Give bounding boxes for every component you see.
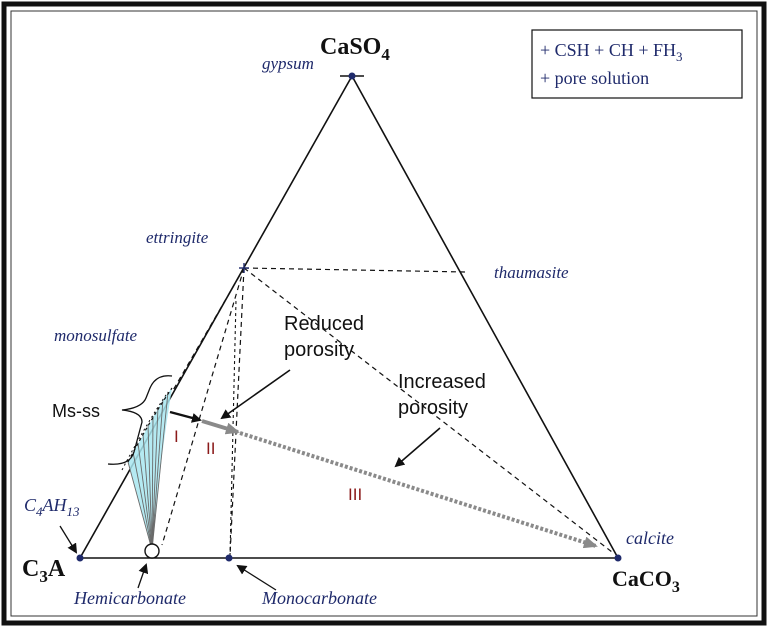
region-I-label: I <box>174 427 179 446</box>
monocarbonate-point <box>225 554 233 562</box>
arrow-I <box>169 410 202 423</box>
legend-line2: + pore solution <box>540 68 649 88</box>
ms-ss-label: Ms-ss <box>52 401 100 421</box>
c3a-point <box>76 554 84 562</box>
hemicarbonate-point <box>144 543 160 559</box>
edge-right <box>351 75 619 559</box>
caso4-label: CaSO4 <box>320 34 390 64</box>
monocarbonate-pointer <box>236 564 277 591</box>
increased-porosity-line1: Increased <box>398 371 486 393</box>
gypsum-label: gypsum <box>262 54 314 73</box>
reduced-porosity-pointer <box>220 369 291 420</box>
gypsum-point <box>348 72 356 80</box>
ms-ss-tie-lines <box>127 391 169 551</box>
c3a-label: C3A <box>22 556 66 586</box>
legend-line1: + CSH + CH + FH3 <box>540 40 682 64</box>
increased-porosity-line2: porosity <box>398 397 468 419</box>
legend-box <box>531 29 743 99</box>
hemicarbonate-label: Hemicarbonate <box>73 588 186 608</box>
ettringite-label: ettringite <box>146 228 209 247</box>
inner-border <box>10 10 758 617</box>
calcite-label: calcite <box>626 528 674 548</box>
ms-ss-arc <box>127 387 173 463</box>
thaumasite-label: thaumasite <box>494 263 569 282</box>
caco3-label: CaCO3 <box>612 566 680 596</box>
c4ah13-pointer <box>59 525 78 554</box>
region-III-label: III <box>348 485 362 504</box>
ms-ss-brace <box>107 375 173 465</box>
ettringite-tie-lines <box>161 267 613 557</box>
c4ah13-label: C4AH13 <box>24 495 80 519</box>
monocarbonate-label: Monocarbonate <box>261 588 377 608</box>
arrow-III <box>239 431 598 549</box>
reduced-porosity-line2: porosity <box>284 339 354 361</box>
hemicarbonate-pointer <box>137 563 149 589</box>
increased-porosity-pointer <box>394 427 441 468</box>
monosulfate-label: monosulfate <box>54 326 138 345</box>
arrow-II <box>201 419 240 435</box>
caco3-point <box>614 554 622 562</box>
region-II-label: II <box>206 439 215 458</box>
reduced-porosity-line1: Reduced <box>284 313 364 335</box>
ettringite-point <box>239 263 249 273</box>
